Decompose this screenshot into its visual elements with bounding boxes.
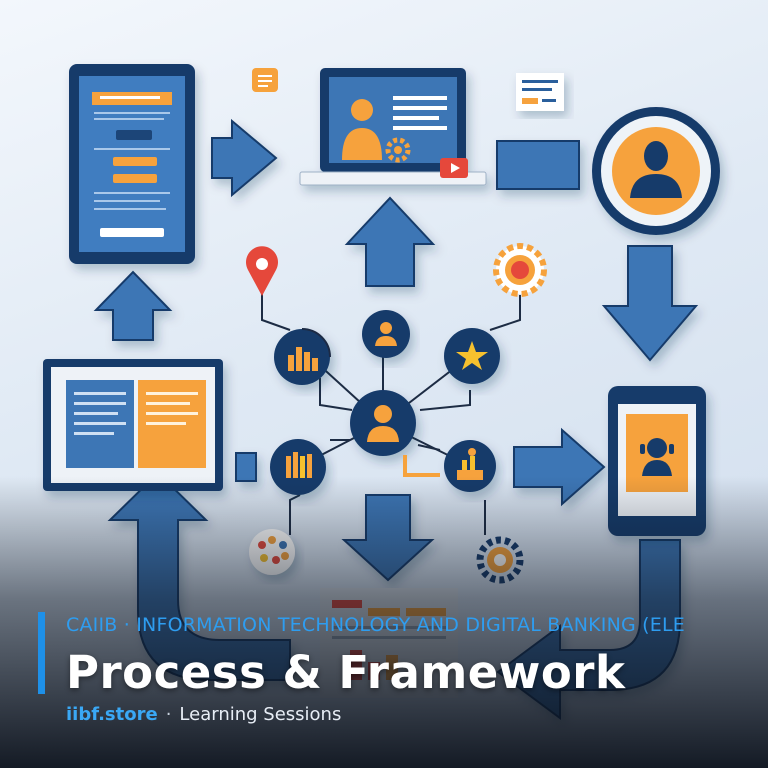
- small-square-left: [235, 452, 257, 482]
- arrow-right-lower: [513, 427, 606, 507]
- arrow-down-right: [601, 245, 699, 362]
- user-avatar-icon: [592, 107, 720, 235]
- document-card-icon: [516, 73, 564, 111]
- cog-small-icon: [476, 536, 524, 584]
- arrow-up-center: [344, 196, 436, 287]
- star-icon: [444, 328, 500, 384]
- page-title: Process & Framework: [66, 646, 626, 699]
- phone-support-icon: [608, 386, 706, 536]
- category-label: CAIIB · INFORMATION TECHNOLOGY AND DIGIT…: [66, 614, 685, 636]
- open-book-icon: [43, 359, 223, 491]
- tablet-form-icon: [69, 64, 195, 264]
- bar-connector-top: [496, 140, 580, 190]
- arrow-right-top: [211, 118, 278, 198]
- chart-icon: [274, 328, 331, 385]
- caption-block: CAIIB · INFORMATION TECHNOLOGY AND DIGIT…: [38, 610, 768, 730]
- orange-connector: [403, 455, 440, 477]
- video-icon: [440, 158, 468, 178]
- central-user-icon: [350, 390, 416, 456]
- trophy-icon: [444, 440, 496, 492]
- subtitle-text: Learning Sessions: [179, 704, 342, 725]
- books-icon: [270, 439, 326, 495]
- cog-icon: [493, 243, 547, 297]
- brand-link[interactable]: iibf.store: [66, 704, 158, 725]
- accent-bar: [38, 612, 45, 694]
- meta-separator: ·: [165, 704, 172, 725]
- palette-icon: [249, 529, 295, 575]
- meta-line: iibf.store · Learning Sessions: [66, 704, 341, 725]
- user-icon: [362, 310, 410, 358]
- arrow-down-center: [341, 494, 435, 582]
- location-pin-icon: [245, 246, 278, 296]
- chat-bubble-icon: [252, 68, 278, 92]
- arrow-up-left: [93, 270, 173, 341]
